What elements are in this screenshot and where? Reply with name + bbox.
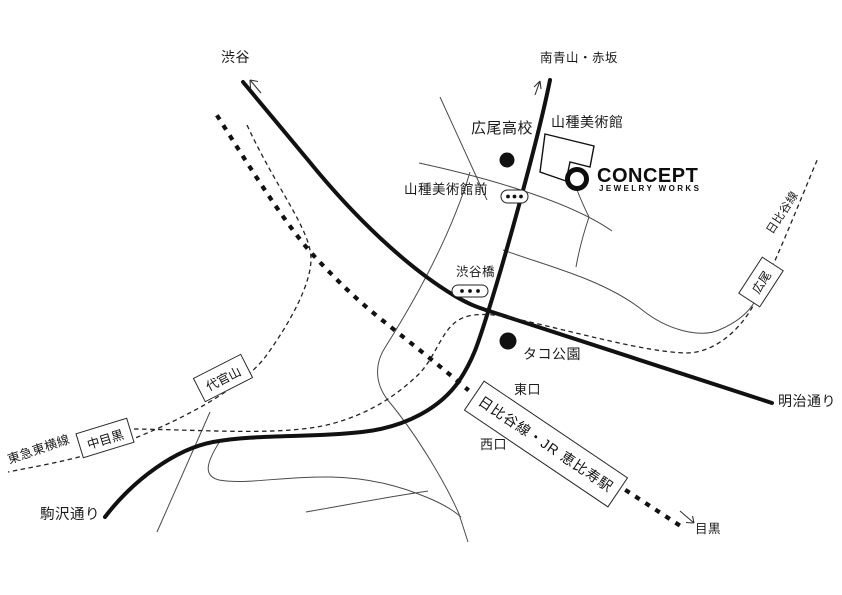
concept-logo-ring-icon bbox=[565, 167, 589, 191]
label-minami-aoyama-akasaka: 南青山・赤坂 bbox=[540, 51, 619, 65]
label-tako-park: タコ公園 bbox=[523, 346, 581, 362]
arrow-to-aoyama-icon bbox=[533, 80, 542, 96]
tokyu-toyoko-line-path bbox=[7, 124, 312, 473]
jr-line-south bbox=[624, 488, 682, 528]
direction-arrows bbox=[249, 79, 695, 524]
hibiya-line-path bbox=[133, 157, 819, 433]
label-hiroo-high-school: 広尾高校 bbox=[471, 120, 534, 137]
logo-tagline-text: JEWELRY WORKS bbox=[599, 183, 702, 193]
komazawa-dori-road bbox=[103, 78, 552, 519]
label-meiji-dori: 明治通り bbox=[778, 393, 836, 409]
hiroo-high-school-dot-icon bbox=[499, 152, 515, 168]
jr-line-north bbox=[215, 114, 470, 392]
street-west-arc-1 bbox=[207, 440, 462, 518]
arrow-to-shibuya-icon bbox=[249, 79, 262, 94]
label-meguro: 目黒 bbox=[695, 522, 722, 536]
meiji-dori-road bbox=[241, 80, 774, 405]
label-east-exit: 東口 bbox=[514, 382, 542, 397]
street-west-arc-2 bbox=[305, 490, 429, 513]
label-yamatane-museum: 山種美術館 bbox=[551, 114, 624, 130]
street-a bbox=[439, 96, 488, 201]
logo-brand-text: CONCEPT bbox=[597, 165, 699, 187]
street-e bbox=[156, 411, 211, 533]
main-roads bbox=[103, 78, 774, 519]
yamatane-museum-building bbox=[539, 133, 595, 182]
tako-park-dot-icon bbox=[499, 332, 517, 350]
street-link bbox=[576, 189, 590, 218]
label-yamatane-museum-mae-bus-stop: 山種美術館前 bbox=[404, 182, 488, 197]
label-shibuya: 渋谷 bbox=[221, 49, 250, 65]
label-komazawa-dori: 駒沢通り bbox=[40, 507, 100, 523]
bus-stop-icon-yamatane-mae bbox=[500, 189, 529, 204]
label-shibuyabashi-bus-stop: 渋谷橋 bbox=[456, 265, 496, 279]
arrow-to-meguro-icon bbox=[679, 510, 695, 524]
street-c bbox=[377, 171, 471, 543]
label-west-exit: 西口 bbox=[480, 437, 508, 452]
street-h bbox=[575, 216, 590, 268]
street-lines bbox=[156, 96, 756, 543]
bus-stop-icon-shibuyabashi bbox=[451, 284, 489, 298]
street-b bbox=[418, 162, 613, 232]
street-to-hiroo bbox=[502, 249, 756, 334]
jr-yamanote-line bbox=[215, 114, 682, 528]
